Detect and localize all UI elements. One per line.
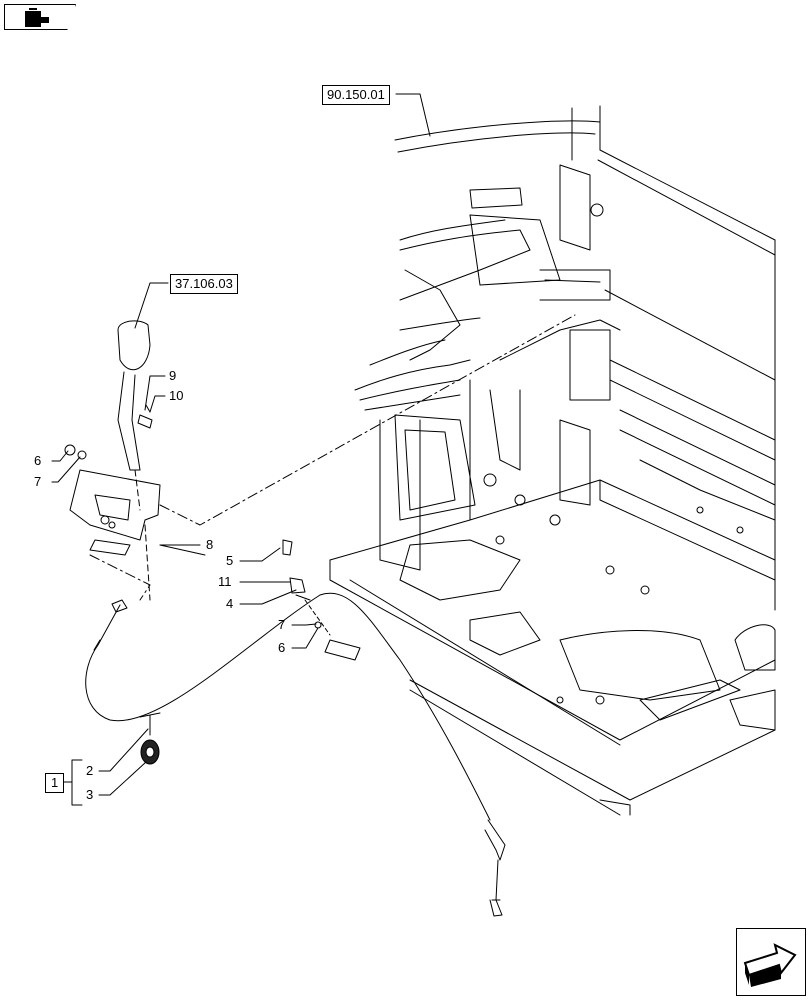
callout-leaders xyxy=(51,375,319,796)
leader-line xyxy=(395,93,431,137)
cab-frame-structure xyxy=(329,105,776,816)
leader-dashed-line xyxy=(89,554,151,601)
control-cable xyxy=(85,539,506,917)
callout-10: 10 xyxy=(169,388,184,403)
arrow-icon xyxy=(743,943,797,987)
leader-line xyxy=(134,282,169,329)
ref-box-cab[interactable]: 90.150.01 xyxy=(322,85,390,105)
kit-box[interactable]: 1 xyxy=(45,773,65,793)
book-arrow-icon xyxy=(25,8,49,27)
callout-2: 2 xyxy=(86,763,94,778)
callout-3: 3 xyxy=(86,787,94,802)
callout-7-upper: 7 xyxy=(34,474,42,489)
ref-box-lever[interactable]: 37.106.03 xyxy=(170,274,238,294)
callout-8: 8 xyxy=(206,537,214,552)
assembly-book-icon[interactable] xyxy=(4,4,76,30)
grommet xyxy=(139,712,161,765)
callout-11: 11 xyxy=(218,574,232,589)
callout-4: 4 xyxy=(226,596,234,611)
callout-6-upper: 6 xyxy=(34,453,42,468)
next-page-arrow-icon[interactable] xyxy=(736,928,806,996)
leader-dashed-line xyxy=(159,314,576,526)
callout-7-lower: 7 xyxy=(278,617,286,632)
kit-bracket xyxy=(61,759,83,806)
callout-9: 9 xyxy=(169,368,177,383)
callout-5: 5 xyxy=(226,553,234,568)
shift-lever-assembly xyxy=(64,320,206,601)
callout-6-lower: 6 xyxy=(278,640,286,655)
